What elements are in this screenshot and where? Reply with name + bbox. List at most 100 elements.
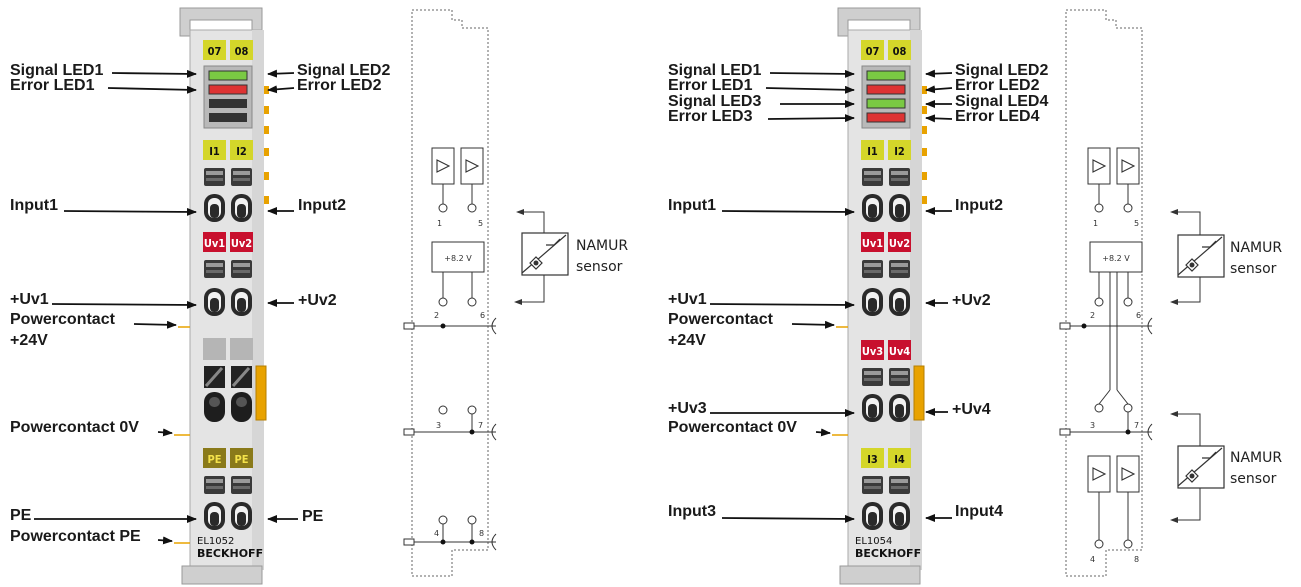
right-pin-7: 7 xyxy=(1134,421,1139,430)
left-label-signal-led2: Signal LED2 xyxy=(297,62,390,79)
left-label-signal-led1: Signal LED1 xyxy=(10,62,103,79)
right-pin-2: 2 xyxy=(1090,311,1095,320)
right-pin-4: 4 xyxy=(1090,555,1095,564)
left-pin-5: 5 xyxy=(478,219,483,228)
left-label-error-led1: Error LED1 xyxy=(10,77,95,94)
right-label-uv4: +Uv4 xyxy=(952,401,991,418)
left-signal-led1 xyxy=(208,70,248,81)
left-label-pe-right: PE xyxy=(302,508,324,525)
left-tag-pe1: PE xyxy=(207,453,221,466)
right-tag-07: 07 xyxy=(866,45,880,58)
left-pin-6: 6 xyxy=(480,311,485,320)
left-label-plus24v: +24V xyxy=(10,332,48,349)
right-model: EL1054 xyxy=(855,536,892,547)
right-sensor2-label-1: NAMUR xyxy=(1230,450,1282,466)
right-label-input3: Input3 xyxy=(668,503,716,520)
right-label-uv1: +Uv1 xyxy=(668,291,707,308)
left-sensor-label-2: sensor xyxy=(576,259,623,275)
left-terminal-hole-5 xyxy=(231,194,252,222)
left-pin-7: 7 xyxy=(478,421,483,430)
right-label-powercontact: Powercontact xyxy=(668,311,774,328)
left-namur-sensor-icon xyxy=(521,232,569,276)
right-label-signal-led3: Signal LED3 xyxy=(668,93,761,110)
right-error-led1 xyxy=(866,84,906,95)
right-label-error-led1: Error LED1 xyxy=(668,77,753,94)
right-tag-i2: I2 xyxy=(894,145,905,158)
right-pin-8: 8 xyxy=(1134,555,1139,564)
left-led-slot4 xyxy=(209,113,247,122)
left-tag-08 xyxy=(230,40,253,60)
right-label-uv3: +Uv3 xyxy=(668,400,707,417)
right-label-uv2: +Uv2 xyxy=(952,292,991,309)
left-label-uv2: +Uv2 xyxy=(298,292,337,309)
right-label-error-led2: Error LED2 xyxy=(955,77,1040,94)
right-sensor1-label-1: NAMUR xyxy=(1230,240,1282,256)
right-namur-sensor-1-icon xyxy=(1177,234,1225,278)
right-tag-i3: I3 xyxy=(867,453,878,466)
left-label-input1: Input1 xyxy=(10,197,58,214)
left-label-error-led2: Error LED2 xyxy=(297,77,382,94)
right-signal-led3 xyxy=(866,98,906,109)
left-sensor-label-1: NAMUR xyxy=(576,238,628,254)
right-label-input2: Input2 xyxy=(955,197,1003,214)
left-labels: Signal LED1 Error LED1 Signal LED2 Error… xyxy=(10,62,390,545)
left-label-powercontact: Powercontact xyxy=(10,311,116,328)
right-error-led3 xyxy=(866,112,906,123)
right-tag-uv4: Uv4 xyxy=(889,345,910,358)
right-label-signal-led4: Signal LED4 xyxy=(955,93,1048,110)
left-tag-pe2: PE xyxy=(234,453,248,466)
right-pin-6: 6 xyxy=(1136,311,1141,320)
left-terminal-hole-1 xyxy=(204,194,225,222)
left-tag-08-text: 08 xyxy=(235,45,249,58)
left-tag-07 xyxy=(203,40,226,60)
right-tag-uv2: Uv2 xyxy=(889,237,910,250)
left-terminal: 07 08 I1 I2 Uv1 Uv2 xyxy=(179,7,269,585)
right-label-error-led4: Error LED4 xyxy=(955,108,1040,125)
left-label-uv1: +Uv1 xyxy=(10,291,49,308)
right-terminal: 07 08 I1 I2 Uv1 Uv2 Uv3 Uv4 xyxy=(837,7,927,585)
right-tag-uv1: Uv1 xyxy=(862,237,883,250)
right-pin-5: 5 xyxy=(1134,219,1139,228)
right-namur-sensor-2-icon xyxy=(1177,445,1225,489)
left-pin-3: 3 xyxy=(436,421,441,430)
left-brand: BECKHOFF xyxy=(197,547,263,560)
right-sensor2-label-2: sensor xyxy=(1230,471,1277,487)
left-voltage-source: +8.2 V xyxy=(444,254,472,263)
left-error-led1 xyxy=(208,84,248,95)
right-signal-led1 xyxy=(866,70,906,81)
left-led-slot3 xyxy=(209,99,247,108)
left-pin-2: 2 xyxy=(434,311,439,320)
right-label-input4: Input4 xyxy=(955,503,1003,520)
right-tag-i1: I1 xyxy=(867,145,878,158)
left-tag-07-text: 07 xyxy=(208,45,222,58)
left-label-powercontact-0v: Powercontact 0V xyxy=(10,419,139,436)
right-label-signal-led2: Signal LED2 xyxy=(955,62,1048,79)
left-label-powercontact-pe: Powercontact PE xyxy=(10,528,141,545)
right-sensor1-label-2: sensor xyxy=(1230,261,1277,277)
left-label-input2: Input2 xyxy=(298,197,346,214)
right-label-signal-led1: Signal LED1 xyxy=(668,62,761,79)
left-label-pe: PE xyxy=(10,507,32,524)
left-schematic: 1 5 +8.2 V 2 6 3 7 4 8 xyxy=(403,9,628,577)
left-pin-4: 4 xyxy=(434,529,439,538)
right-brand: BECKHOFF xyxy=(855,547,921,560)
right-pin-3: 3 xyxy=(1090,421,1095,430)
left-tag-i2: I2 xyxy=(236,145,247,158)
left-tag-i1: I1 xyxy=(209,145,220,158)
left-tag-uv1: Uv1 xyxy=(204,237,225,250)
right-label-plus24v: +24V xyxy=(668,332,706,349)
right-schematic: 1 5 +8.2 V 2 6 3 7 4 8 xyxy=(1059,9,1282,577)
right-tag-uv3: Uv3 xyxy=(862,345,883,358)
right-voltage-source: +8.2 V xyxy=(1102,254,1130,263)
right-label-input1: Input1 xyxy=(668,197,716,214)
right-tag-08: 08 xyxy=(893,45,907,58)
right-pin-1: 1 xyxy=(1093,219,1098,228)
right-label-error-led3: Error LED3 xyxy=(668,108,753,125)
right-tag-i4: I4 xyxy=(894,453,905,466)
left-pin-8: 8 xyxy=(479,529,484,538)
left-model: EL1052 xyxy=(197,536,234,547)
right-labels: Signal LED1 Error LED1 Signal LED3 Error… xyxy=(668,62,1048,523)
left-pin-1: 1 xyxy=(437,219,442,228)
